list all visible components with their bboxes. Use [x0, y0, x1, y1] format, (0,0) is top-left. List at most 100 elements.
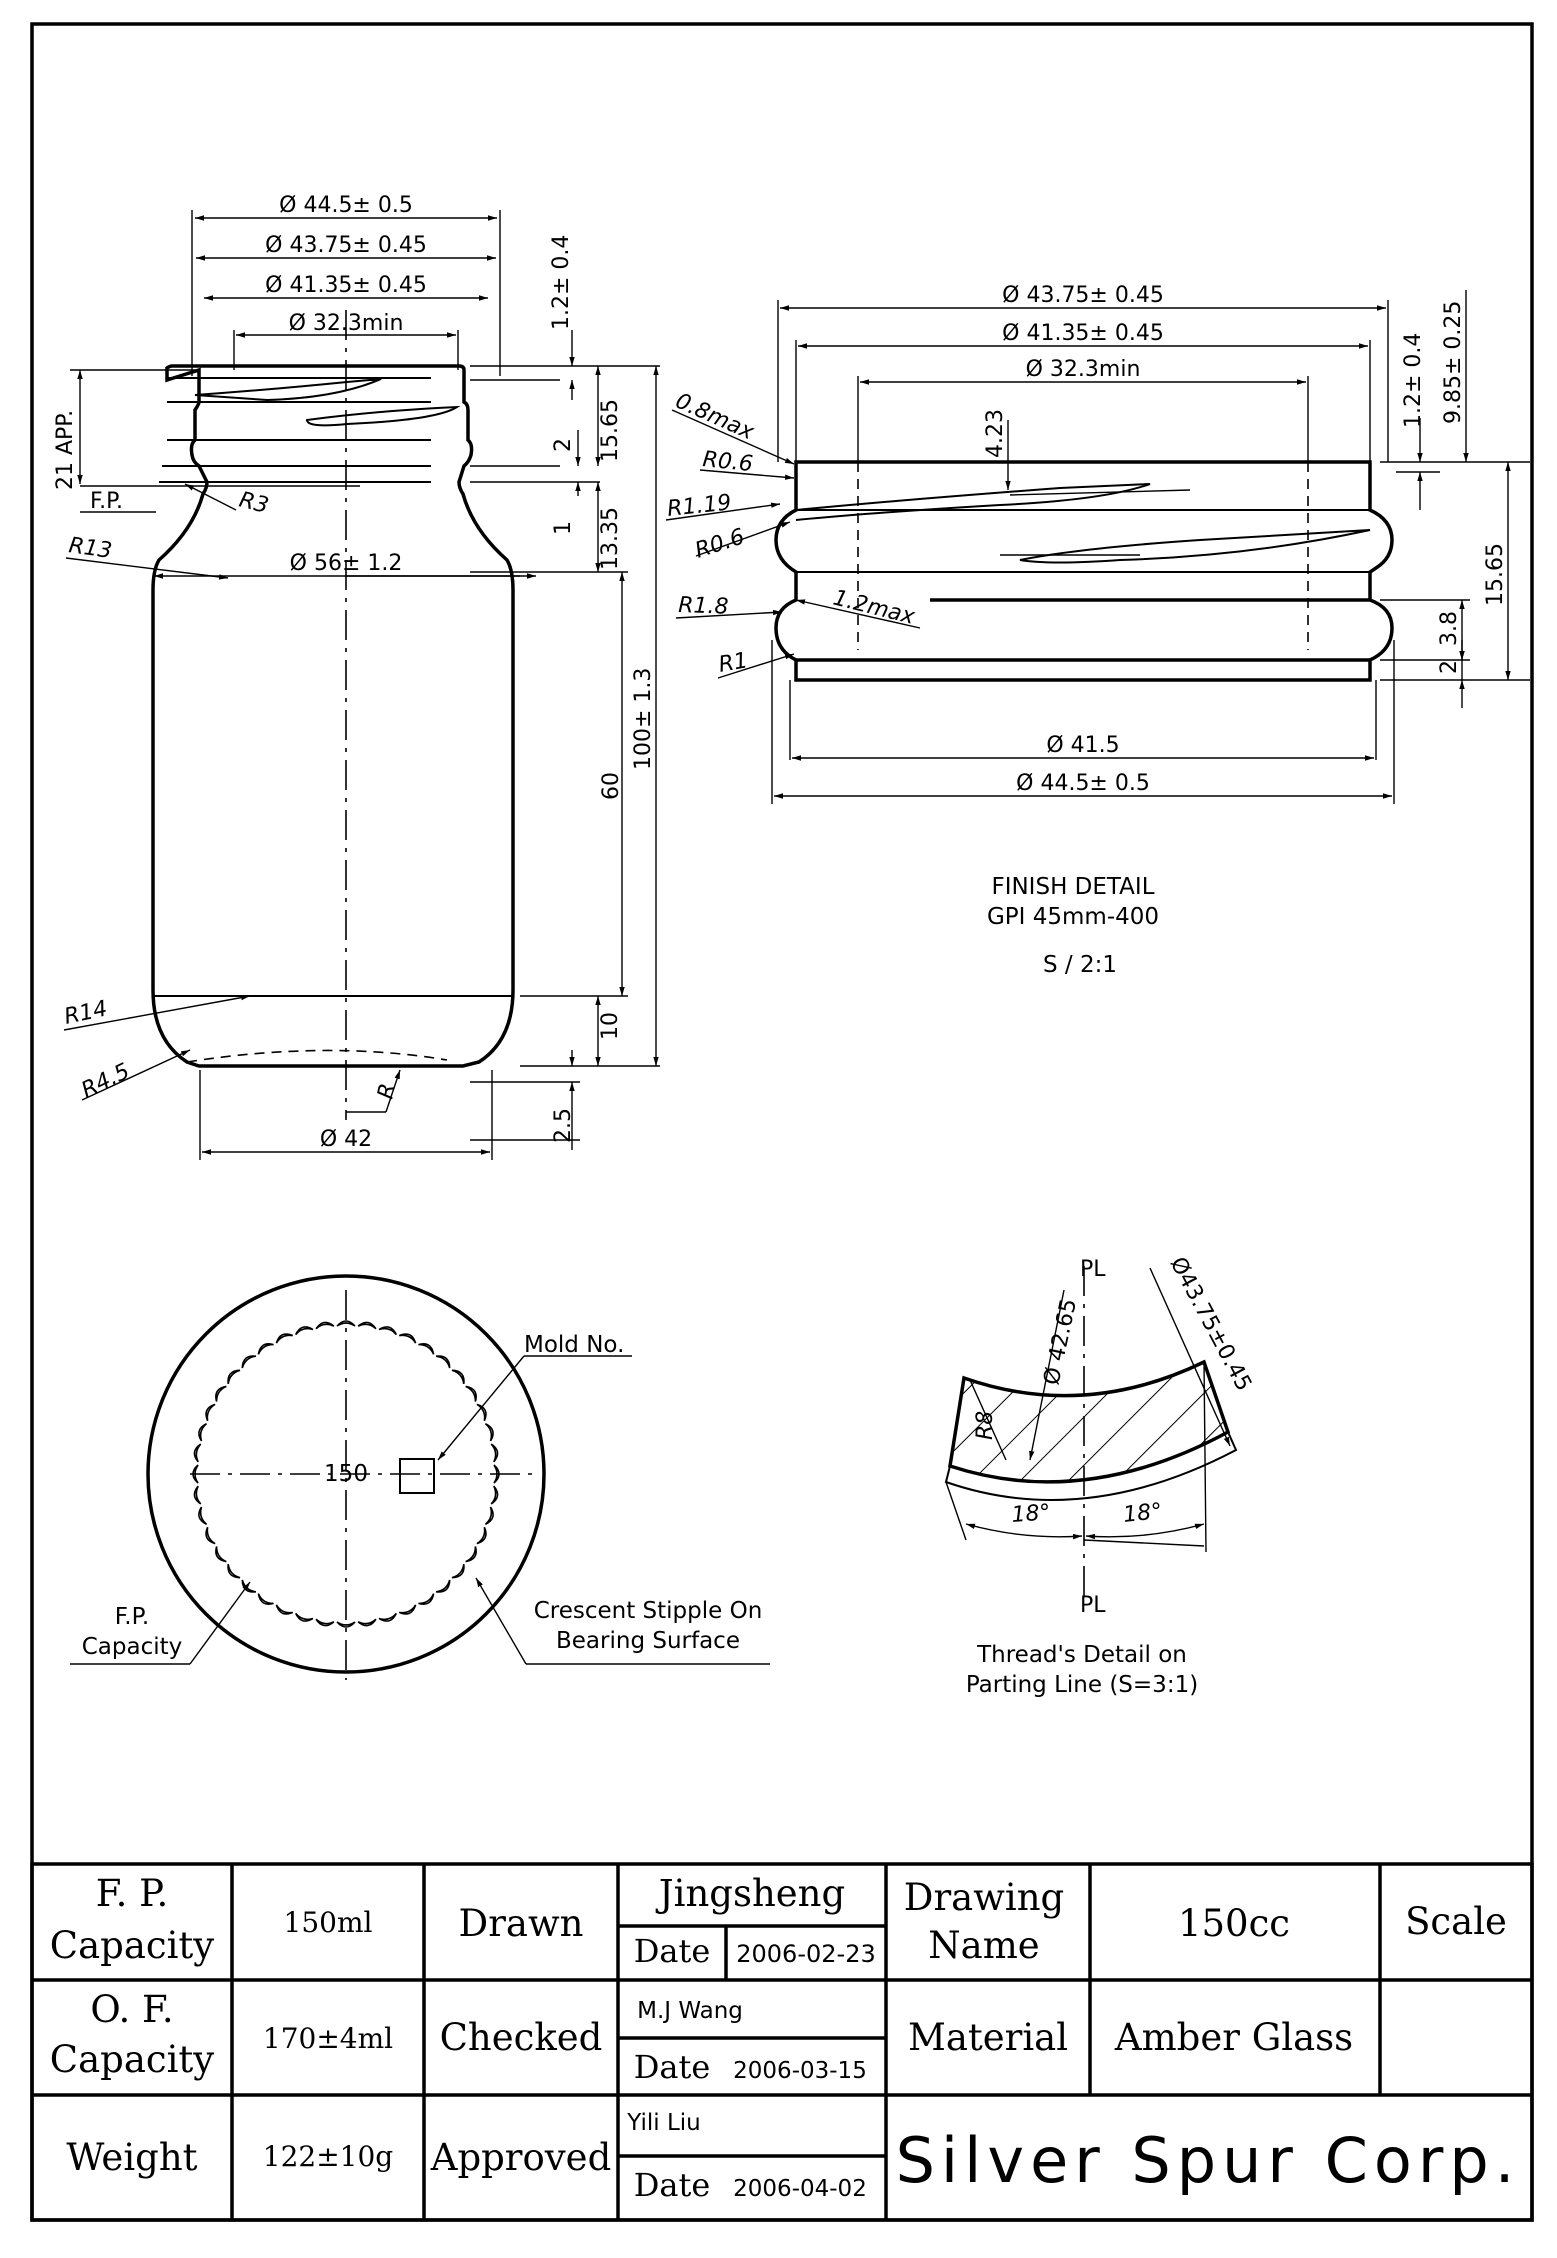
fd-d-root-label: Ø 41.35± 0.45	[1002, 321, 1164, 346]
crescent-stipple	[215, 1546, 227, 1563]
crescent-stipple	[451, 1563, 465, 1579]
thread-detail-title: Thread's Detail on	[976, 1642, 1187, 1668]
crescent-stipple	[378, 1326, 398, 1336]
h-finish-label: 15.65	[598, 399, 623, 462]
crescent-stipple	[198, 1422, 208, 1442]
crescent-stipple	[398, 1604, 417, 1615]
crescent-stipple	[294, 1326, 314, 1336]
fd-r06a-label: R0.6	[701, 447, 754, 477]
tb-approved-date-label: Date	[634, 2166, 711, 2204]
tb-drawn-by: Jingsheng	[655, 1872, 845, 1915]
crescent-stipple	[205, 1403, 216, 1422]
h-thread-top-label: 1.2± 0.4	[549, 235, 574, 330]
d-thread-label: Ø 43.75± 0.45	[265, 233, 427, 258]
crescent-stipple	[465, 1546, 477, 1563]
stipple-label-1: Crescent Stipple On	[534, 1598, 763, 1624]
fp-capacity-label-2: Capacity	[82, 1634, 183, 1660]
fd-r119-label: R1.19	[666, 490, 733, 522]
tb-weight-label: Weight	[66, 2136, 197, 2179]
dim-d-outer: Ø 44.5± 0.5	[191, 193, 501, 376]
fd-h-1565-label: 15.65	[1483, 543, 1508, 606]
pl-top-label: PL	[1080, 1257, 1106, 1282]
fd-r1-label: R1	[717, 648, 750, 678]
fd-h-423-label: 4.23	[983, 409, 1008, 458]
fd-d-outer-label: Ø 44.5± 0.5	[1016, 771, 1150, 796]
crescent-stipple	[227, 1369, 241, 1385]
tb-approved-label: Approved	[430, 2136, 612, 2179]
crescent-stipple	[241, 1355, 257, 1369]
finish-detail-scale: S / 2:1	[1043, 952, 1117, 978]
crescent-stipple	[484, 1506, 494, 1526]
bottle-elevation-view: Ø 44.5± 0.5 Ø 43.75± 0.45 Ø 41.35± 0.45 …	[53, 193, 660, 1160]
tb-fp-capacity-label-1: F. P.	[96, 1872, 169, 1915]
h-1-label: 1	[551, 521, 576, 535]
d-body-label: Ø 56± 1.2	[290, 551, 403, 576]
tb-fp-capacity-value: 150ml	[284, 1906, 373, 1939]
crescent-stipple	[484, 1422, 494, 1442]
fd-r18-label: R1.8	[678, 593, 729, 620]
crescent-stipple	[193, 1485, 202, 1505]
tb-checked-label: Checked	[440, 2016, 603, 2059]
crescent-stipple	[257, 1343, 274, 1355]
base-view: 150 Mold No. F.P. Capacity Crescent Stip…	[70, 1274, 770, 1680]
tb-material-value: Amber Glass	[1114, 2016, 1353, 2059]
stipple-label-2: Bearing Surface	[556, 1628, 740, 1654]
tb-of-capacity-value: 170±4ml	[263, 2022, 393, 2055]
tb-drawn-label: Drawn	[459, 1902, 584, 1945]
title-block: F. P. Capacity 150ml O. F. Capacity 170±…	[30, 1862, 1534, 2222]
crescent-stipple	[241, 1579, 257, 1593]
fd-h-12-label: 1.2± 0.4	[1401, 333, 1426, 428]
tb-company-name: Silver Spur Corp.	[896, 2124, 1521, 2197]
crescent-stipple	[490, 1485, 499, 1505]
crescent-stipple	[398, 1333, 417, 1344]
pl-bottom-label: PL	[1080, 1593, 1106, 1618]
mold-no-label: Mold No.	[524, 1332, 624, 1358]
tb-fp-capacity-label-2: Capacity	[50, 1924, 215, 1967]
crescent-stipple	[336, 1621, 356, 1628]
crescent-stipple	[215, 1385, 227, 1402]
fd-h-985-label: 9.85± 0.25	[1441, 301, 1466, 424]
tb-drawing-name-label-2: Name	[928, 1924, 1039, 1967]
crescent-stipple	[435, 1579, 451, 1593]
d-base-label: Ø 42	[320, 1127, 372, 1152]
crescent-stipple	[205, 1526, 216, 1545]
thread-detail-view: 18° 18° Ø 42.65 Ø43.75±0.45 R8 PL PL Thr…	[944, 1253, 1256, 1698]
tb-of-capacity-label-2: Capacity	[50, 2038, 215, 2081]
h-2-label: 2	[551, 438, 576, 452]
d-4265-label: Ø 42.65	[1039, 1297, 1082, 1388]
tb-checked-by: M.J Wang	[637, 1998, 743, 2024]
crescent-stipples	[192, 1320, 500, 1628]
h-21app-label: 21 APP.	[53, 410, 78, 490]
h-10-label: 10	[598, 1012, 623, 1040]
dim-d-root: Ø 41.35± 0.45	[204, 273, 488, 301]
dim-d-bore: Ø 32.3min	[233, 311, 459, 370]
crescent-stipple	[227, 1563, 241, 1579]
fd-h-2-label: 2	[1437, 660, 1462, 674]
h-total-label: 100± 1.3	[631, 668, 656, 770]
fd-r08max-label: 0.8max	[672, 389, 759, 446]
d-outer-label: Ø 44.5± 0.5	[279, 193, 413, 218]
tb-checked-date: 2006-03-15	[733, 2058, 867, 2084]
fd-h-38-label: 3.8	[1437, 611, 1462, 646]
crescent-stipple	[435, 1355, 451, 1369]
crescent-stipple	[315, 1321, 335, 1330]
fd-d-bore-label: Ø 32.3min	[1026, 357, 1141, 382]
crescent-stipple	[315, 1618, 335, 1627]
h-25-label: 2.5	[551, 1108, 576, 1143]
fp-label: F.P.	[90, 489, 123, 514]
d-root-label: Ø 41.35± 0.45	[265, 273, 427, 298]
crescent-stipple	[257, 1593, 274, 1605]
crescent-stipple	[490, 1443, 499, 1463]
tb-material-label: Material	[908, 2016, 1068, 2059]
crescent-stipple	[275, 1333, 294, 1344]
tb-drawn-date-label: Date	[634, 1932, 711, 1970]
r13-label: R13	[67, 533, 113, 564]
h-60-label: 60	[599, 772, 624, 800]
crescent-stipple	[192, 1464, 199, 1484]
angle-2-label: 18°	[1122, 1499, 1163, 1528]
fd-d-415-label: Ø 41.5	[1046, 733, 1119, 758]
finish-detail-title: FINISH DETAIL	[991, 874, 1154, 900]
crescent-stipple	[198, 1506, 208, 1526]
r-label: R	[373, 1081, 401, 1101]
